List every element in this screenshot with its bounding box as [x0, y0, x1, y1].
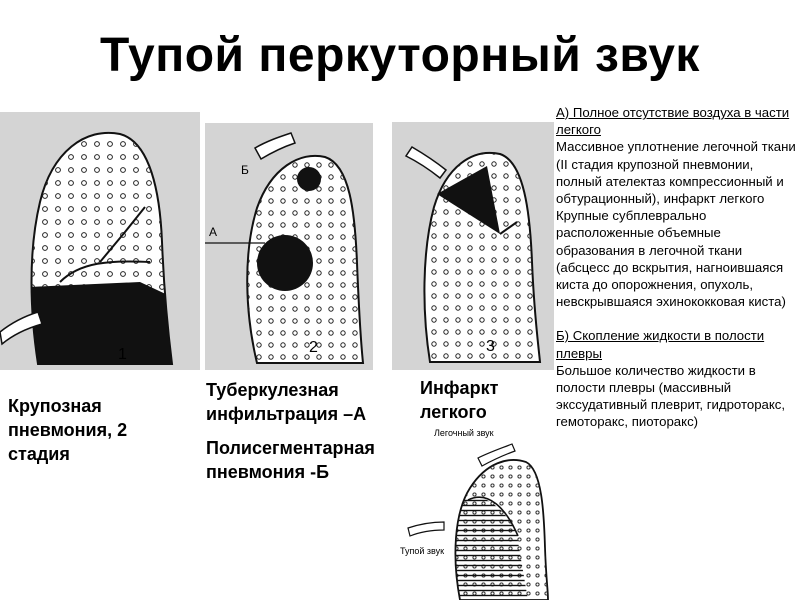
marker-letter-b: Б [241, 163, 249, 177]
lung-illustration-2: А Б 2 [205, 123, 373, 370]
lung-illustration-3: 3 [392, 122, 554, 370]
marker-letter-a: А [209, 225, 218, 239]
section-a-paragraph-1: Массивное уплотнение легочной ткани (II … [556, 139, 796, 207]
caption-tb-infiltration: Туберкулезная инфильтрация –А [206, 380, 367, 424]
label-dull-sound: Тупой звук [400, 546, 445, 556]
description-column: А) Полное отсутствие воздуха в части лег… [556, 104, 796, 431]
panel-number-2: 2 [309, 339, 318, 356]
slide-title: Тупой перкуторный звук [100, 29, 700, 82]
caption-polysegmental-pneumonia: Полисегментарная пневмония -Б [206, 438, 375, 482]
section-b-paragraph-1: Большое количество жидкости в полости пл… [556, 362, 786, 430]
caption-lobar-pneumonia: Крупозная пневмония, 2 стадия [8, 396, 128, 464]
section-a-heading: А) Полное отсутствие воздуха в части лег… [556, 105, 790, 138]
panel-number-1: 1 [118, 346, 127, 363]
panel-number-3: 3 [486, 338, 495, 355]
pleural-effusion-diagram: Легочный звук Тупой звук [398, 418, 554, 601]
lung-illustration-1: 1 [0, 112, 200, 370]
label-lung-sound: Легочный звук [434, 428, 494, 438]
caption-lung-infarction: Инфаркт легкого [420, 378, 499, 422]
section-b-heading: Б) Скопление жидкости в полости плевры [556, 328, 765, 361]
section-a-paragraph-2: Крупные субплеврально расположенные объе… [556, 208, 786, 310]
